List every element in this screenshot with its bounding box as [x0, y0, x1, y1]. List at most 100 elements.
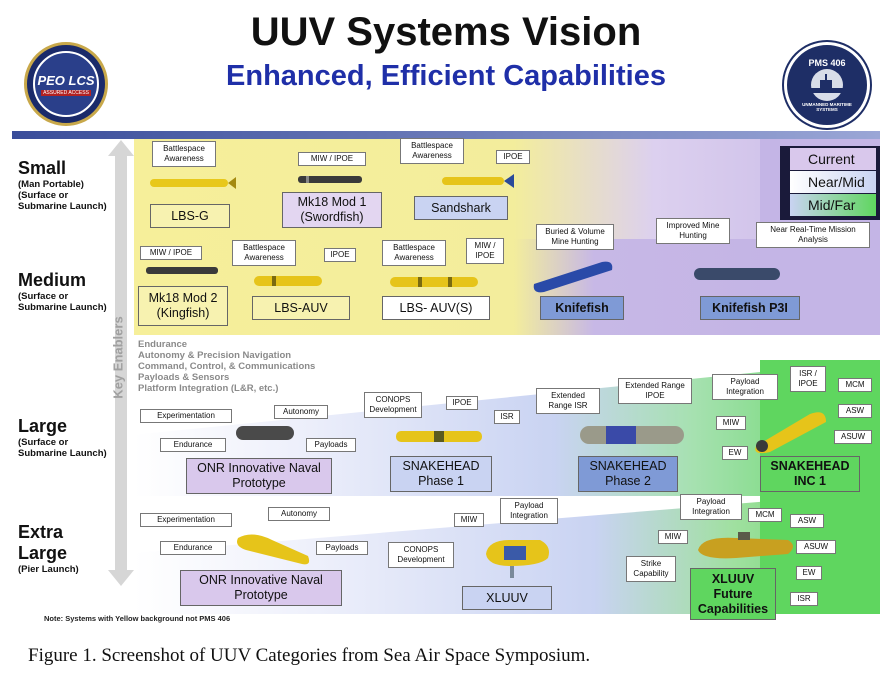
label-buried-volume-mine-hunting: Buried & Volume Mine Hunting — [536, 224, 614, 250]
category-detail: (Surface or — [18, 437, 69, 448]
category-title: Extra — [18, 522, 64, 542]
main-title: UUV Systems Vision — [250, 10, 642, 54]
label-conops-development: CONOPS Development — [388, 542, 454, 568]
peo-lcs-seal: PEO LCS ASSURED ACCESS — [24, 42, 108, 126]
system-xluuv-future: XLUUV Future Capabilities — [690, 568, 776, 620]
label-autonomy: Autonomy — [274, 405, 328, 419]
pms-406-seal: PMS 406 UNMANNED MARITIME SYSTEMS — [784, 42, 870, 128]
legend-item-mid-far: Mid/Far — [790, 194, 876, 216]
kingfish-vehicle-icon — [146, 267, 218, 274]
label-battlespace-awareness: Battlespace Awareness — [382, 240, 446, 266]
category-detail: (Surface or — [18, 190, 69, 201]
label-near-real-time-analysis: Near Real-Time Mission Analysis — [756, 222, 870, 248]
label-extended-range-ipoe: Extended Range IPOE — [618, 378, 692, 404]
category-large: Large (Surface or Submarine Launch) — [18, 416, 107, 459]
snakehead2-vehicle-icon — [580, 426, 684, 444]
system-lbs-g: LBS-G — [150, 204, 230, 228]
knifefish-p3i-vehicle-icon — [694, 268, 780, 280]
label-battlespace-awareness: Battlespace Awareness — [400, 138, 464, 164]
label-isr-ipoe: ISR / IPOE — [790, 366, 826, 392]
label-ipoe: IPOE — [324, 248, 356, 262]
seal-bottom-text: UNMANNED MARITIME SYSTEMS — [802, 102, 852, 112]
label-endurance: Endurance — [160, 438, 226, 452]
label-miw: MIW — [716, 416, 746, 430]
label-mcm: MCM — [748, 508, 782, 522]
category-detail: Submarine Launch) — [18, 302, 107, 313]
label-battlespace-awareness: Battlespace Awareness — [232, 240, 296, 266]
category-title: Large — [18, 416, 68, 436]
seal-center-text: PEO LCS — [37, 72, 95, 88]
swordfish-vehicle-icon — [298, 176, 362, 183]
label-experimentation: Experimentation — [140, 513, 232, 527]
label-mcm: MCM — [838, 378, 872, 392]
header-divider — [12, 131, 880, 139]
label-miw-ipoe: MIW / IPOE — [298, 152, 366, 166]
system-snakehead-phase2: SNAKEHEAD Phase 2 — [578, 456, 678, 492]
footnote: Note: Systems with Yellow background not… — [44, 614, 231, 623]
category-detail: (Surface or — [18, 291, 69, 302]
enabler-item: Payloads & Sensors — [138, 372, 230, 383]
label-asuw: ASUW — [834, 430, 872, 444]
label-ipoe: IPOE — [496, 150, 530, 164]
category-title: Large — [18, 543, 68, 563]
label-miw-ipoe: MIW / IPOE — [140, 246, 202, 260]
seal-top-text: PMS 406 — [808, 58, 846, 68]
label-ipoe: IPOE — [446, 396, 478, 410]
label-improved-mine-hunting: Improved Mine Hunting — [656, 218, 730, 244]
legend-item-current: Current — [790, 148, 876, 170]
label-payloads: Payloads — [306, 438, 356, 452]
label-strike-capability: Strike Capability — [626, 556, 676, 582]
system-lbs-auv: LBS-AUV — [252, 296, 350, 320]
system-mk18-mod1: Mk18 Mod 1 (Swordfish) — [282, 192, 382, 228]
label-miw: MIW — [454, 513, 484, 527]
seal-banner-text: ASSURED ACCESS — [41, 89, 91, 96]
sandshark-vehicle-icon — [442, 174, 514, 188]
label-battlespace-awareness: Battlespace Awareness — [152, 141, 216, 167]
label-miw-ipoe: MIW / IPOE — [466, 238, 504, 264]
ship-icon — [806, 69, 848, 101]
xluuv-vehicle-icon — [486, 540, 549, 578]
category-title: Medium — [18, 270, 87, 290]
key-enablers-axis-label: Key Enablers — [110, 316, 126, 399]
onr-large-vehicle-icon — [236, 426, 294, 440]
label-payload-integration: Payload Integration — [712, 374, 778, 400]
category-detail: (Pier Launch) — [18, 564, 79, 575]
legend-item-near-mid: Near/Mid — [790, 171, 876, 193]
lbs-g-vehicle-icon — [150, 177, 236, 189]
category-title: Small — [18, 158, 67, 178]
label-isr: ISR — [790, 592, 818, 606]
lbs-auv-vehicle-icon — [254, 276, 322, 286]
onr-xlarge-vehicle-icon — [237, 534, 310, 565]
category-small: Small (Man Portable) (Surface or Submari… — [18, 158, 107, 212]
key-enablers-list: Endurance Autonomy & Precision Navigatio… — [138, 339, 315, 394]
system-mk18-mod2: Mk18 Mod 2 (Kingfish) — [138, 286, 228, 326]
subtitle: Enhanced, Efficient Capabilities — [226, 60, 666, 92]
system-xluuv: XLUUV — [462, 586, 552, 610]
system-lbs-auv-s: LBS- AUV(S) — [382, 296, 490, 320]
category-detail: Submarine Launch) — [18, 201, 107, 212]
enabler-item: Command, Control, & Communications — [138, 361, 316, 372]
category-detail: (Man Portable) — [18, 179, 84, 190]
system-snakehead-inc1: SNAKEHEAD INC 1 — [760, 456, 860, 492]
system-onr-xlarge: ONR Innovative Naval Prototype — [180, 570, 342, 606]
system-onr-large: ONR Innovative Naval Prototype — [186, 458, 332, 494]
label-conops-development: CONOPS Development — [364, 392, 422, 418]
label-asw: ASW — [790, 514, 824, 528]
snakehead1-vehicle-icon — [396, 431, 482, 442]
system-sandshark: Sandshark — [414, 196, 508, 220]
label-isr: ISR — [494, 410, 520, 424]
figure-caption: Figure 1. Screenshot of UUV Categories f… — [28, 645, 591, 666]
enabler-item: Endurance — [138, 339, 188, 350]
system-knifefish-p3i: Knifefish P3I — [700, 296, 800, 320]
enabler-item: Platform Integration (L&R, etc.) — [138, 383, 279, 394]
category-detail: Submarine Launch) — [18, 448, 107, 459]
system-knifefish: Knifefish — [540, 296, 624, 320]
xluuv-future-vehicle-icon — [698, 532, 793, 559]
label-endurance: Endurance — [160, 541, 226, 555]
label-miw: MIW — [658, 530, 688, 544]
label-asuw: ASUW — [796, 540, 836, 554]
key-enablers-arrow — [108, 140, 134, 586]
label-extended-range-isr: Extended Range ISR — [536, 388, 600, 414]
snakehead-inc1-vehicle-icon — [755, 412, 826, 454]
label-ew: EW — [722, 446, 748, 460]
